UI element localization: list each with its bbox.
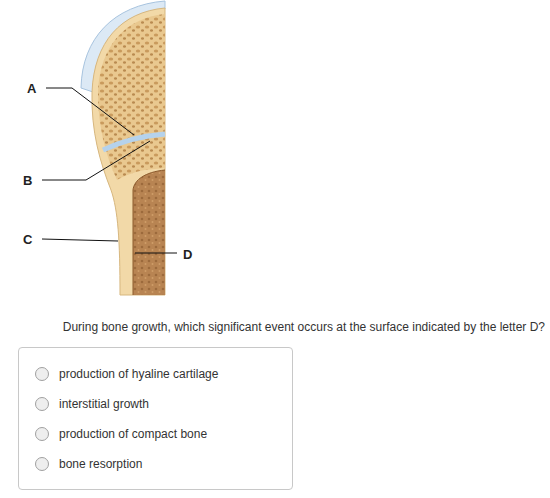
part-label: C [23, 233, 32, 246]
endosteum [133, 170, 165, 295]
radio-button [34, 426, 50, 442]
question-text: During bone growth, which significant ev… [63, 321, 545, 333]
option-text: interstitial growth [59, 398, 149, 410]
spongy-bone [98, 14, 165, 180]
option-text: production of hyaline cartilage [59, 368, 218, 380]
leader-line [42, 239, 118, 241]
radio-button [34, 366, 50, 382]
option-text: bone resorption [59, 458, 142, 470]
leader-line [46, 88, 134, 135]
leader-line [42, 141, 150, 180]
answer-options-box: production of hyaline cartilage interstit… [18, 347, 293, 490]
leader-line [135, 253, 177, 254]
epiphyseal-line [103, 134, 165, 150]
radio-button [34, 396, 50, 412]
medullary-cavity [133, 170, 165, 295]
part-label: D [183, 248, 192, 261]
part-label: B [23, 174, 32, 187]
radio-button [34, 456, 50, 472]
option-text: production of compact bone [59, 428, 207, 440]
part-label: A [27, 82, 36, 95]
leader-lines [42, 88, 177, 253]
compact-bone [92, 8, 165, 295]
